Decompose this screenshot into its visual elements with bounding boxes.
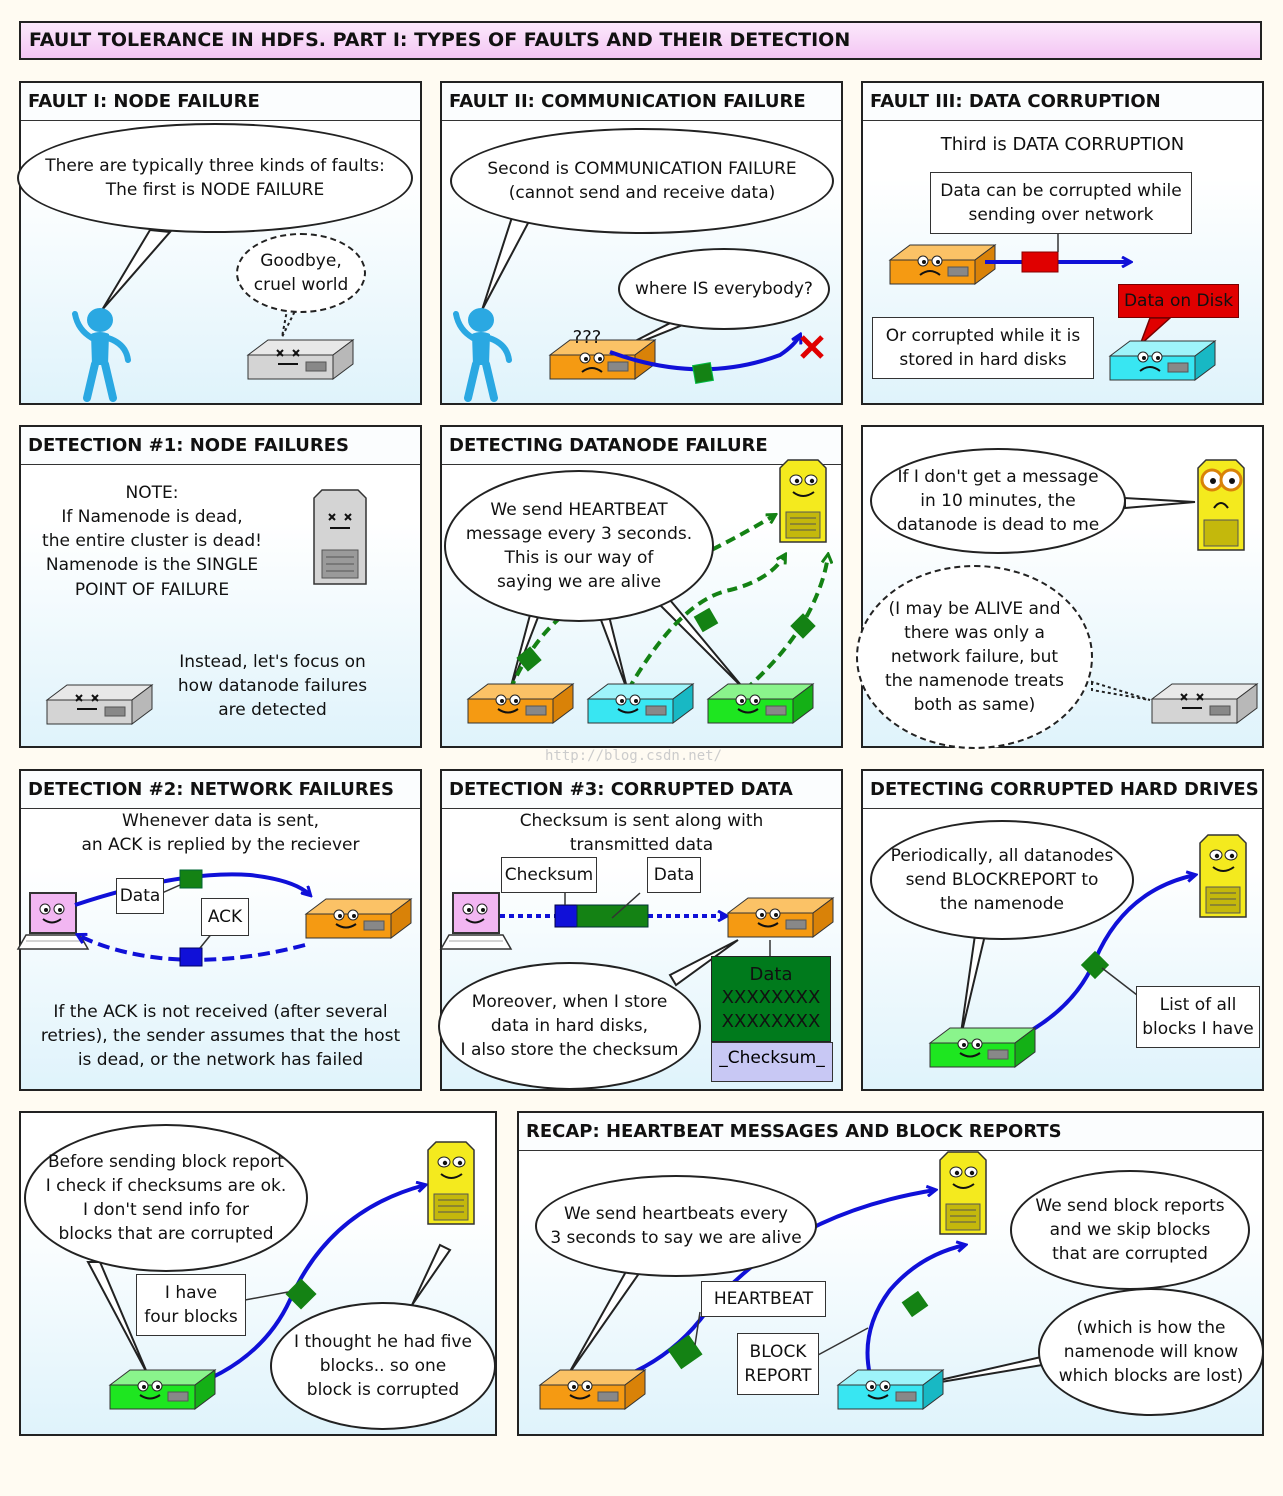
block-list-label: List of all blocks I have [1136,986,1260,1048]
ack-label: ACK [201,898,249,936]
datanode-thought-bubble: (I may be ALIVE and there was only a net… [856,565,1093,749]
panel-title: DETECTION #3: CORRUPTED DATA [442,771,841,809]
confusion-marks: ??? [572,327,602,348]
server-thought-bubble: Goodbye, cruel world [236,233,366,313]
panel-title: FAULT III: DATA CORRUPTION [863,83,1262,121]
four-blocks-label: I have four blocks [136,1274,246,1336]
panel-title: FAULT I: NODE FAILURE [21,83,420,121]
panel-title: DETECTING DATANODE FAILURE [442,427,841,465]
panel-title: DETECTION #1: NODE FAILURES [21,427,420,465]
page-title: FAULT TOLERANCE IN HDFS. PART I: TYPES O… [19,21,1262,60]
disk-corruption-note: Or corrupted while it is stored in hard … [872,317,1094,379]
panel-title: DETECTION #2: NETWORK FAILURES [21,771,420,809]
block-report-speech-bubble: We send block reports and we skip blocks… [1010,1170,1250,1290]
checksum-label: Checksum [501,857,597,893]
data-label: Data [647,857,701,893]
heartbeat-label: HEARTBEAT [701,1281,826,1317]
focus-note: Instead, let's focus on how datanode fai… [177,652,368,721]
disk-data-block: Data XXXXXXXX XXXXXXXX [711,956,831,1042]
panel-title: FAULT II: COMMUNICATION FAILURE [442,83,841,121]
server-speech-bubble: where IS everybody? [618,248,830,330]
watermark: http://blog.csdn.net/ [545,748,723,764]
datanode-speech-bubble: Before sending block report I check if c… [24,1124,308,1272]
panel-title: DETECTING CORRUPTED HARD DRIVES [863,771,1262,809]
namenode-note-bubble: (which is how the namenode will know whi… [1038,1288,1264,1416]
ack-explanation: Whenever data is sent, an ACK is replied… [81,811,360,856]
panel-title: RECAP: HEARTBEAT MESSAGES AND BLOCK REPO… [519,1113,1262,1151]
data-on-disk-label: Data on Disk [1118,284,1239,318]
checksum-explanation: Checksum is sent along with transmitted … [519,811,764,856]
data-label: Data [116,878,164,914]
datanode-speech-bubble: Periodically, all datanodes send BLOCKRE… [870,820,1134,940]
namenode-speech-bubble: If I don't get a message in 10 minutes, … [870,448,1126,554]
namenode-speech-bubble: I thought he had five blocks.. so one bl… [270,1302,496,1430]
network-corruption-note: Data can be corrupted while sending over… [930,172,1192,234]
heartbeat-speech-bubble: We send heartbeats every 3 seconds to sa… [535,1175,817,1277]
namenode-note: NOTE: If Namenode is dead, the entire cl… [42,483,262,600]
disk-checksum-block: _Checksum_ [711,1042,833,1082]
speech-bubble: There are typically three kinds of fault… [17,123,413,233]
block-report-label: BLOCK REPORT [737,1333,819,1395]
speech-bubble: Second is COMMUNICATION FAILURE (cannot … [450,128,834,234]
panel-heading: Third is DATA CORRUPTION [940,134,1185,155]
datanodes-speech-bubble: We send HEARTBEAT message every 3 second… [444,470,714,622]
datanode-speech-bubble: Moreover, when I store data in hard disk… [438,962,701,1090]
ack-failure-explanation: If the ACK is not received (after severa… [40,1002,401,1071]
